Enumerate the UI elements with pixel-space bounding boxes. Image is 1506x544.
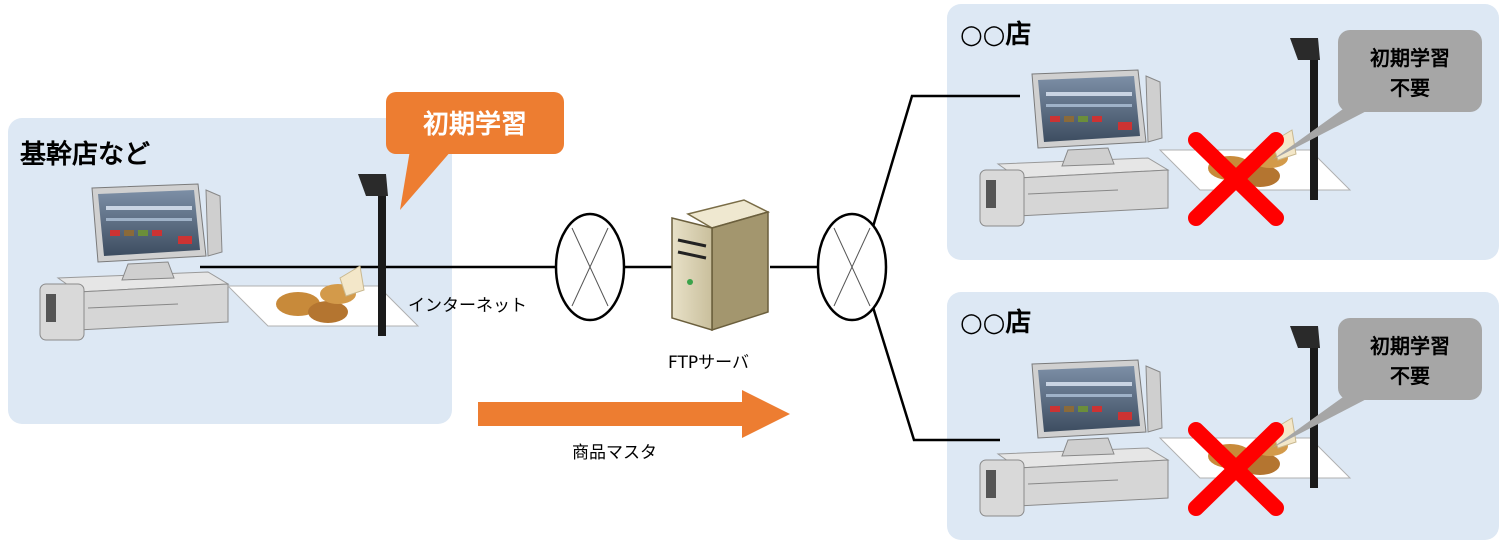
branch-store-title-2: ○○店 — [960, 308, 1032, 338]
main-store-title: 基幹店など — [20, 140, 151, 170]
main-callout-bubble — [386, 92, 564, 210]
branch-pos-terminal-icon-1 — [979, 69, 1169, 227]
bakery-scanner-icon — [227, 173, 419, 337]
branch-pos-terminal-icon-2 — [979, 359, 1169, 517]
branch-link-1 — [870, 94, 1020, 231]
branch-scanner-icon-2 — [1159, 325, 1351, 489]
internet-router-icon — [554, 212, 626, 322]
server-icon — [671, 199, 771, 332]
pos-terminal-icon — [39, 183, 229, 341]
main-callout-text: 初期学習 — [422, 110, 527, 140]
branch-scanner-icon-1 — [1159, 37, 1351, 201]
branch-callout-bubble-2 — [1272, 318, 1482, 448]
branch-callout-text-1b: 不要 — [1390, 76, 1430, 100]
branch-callout-text-2a: 初期学習 — [1370, 334, 1450, 358]
branch-callout-text-2b: 不要 — [1390, 364, 1430, 388]
branch-store-title-1: ○○店 — [960, 20, 1032, 50]
server-label: FTPサーバ — [668, 353, 749, 373]
flow-label: 商品マスタ — [572, 443, 657, 463]
internet-label: インターネット — [408, 296, 527, 316]
master-data-flow-arrow — [478, 390, 790, 438]
branch-callout-bubble-1 — [1272, 30, 1482, 160]
branch-link-2 — [870, 303, 1000, 442]
branch-router-icon — [816, 212, 888, 322]
branch-callout-text-1a: 初期学習 — [1370, 46, 1450, 70]
